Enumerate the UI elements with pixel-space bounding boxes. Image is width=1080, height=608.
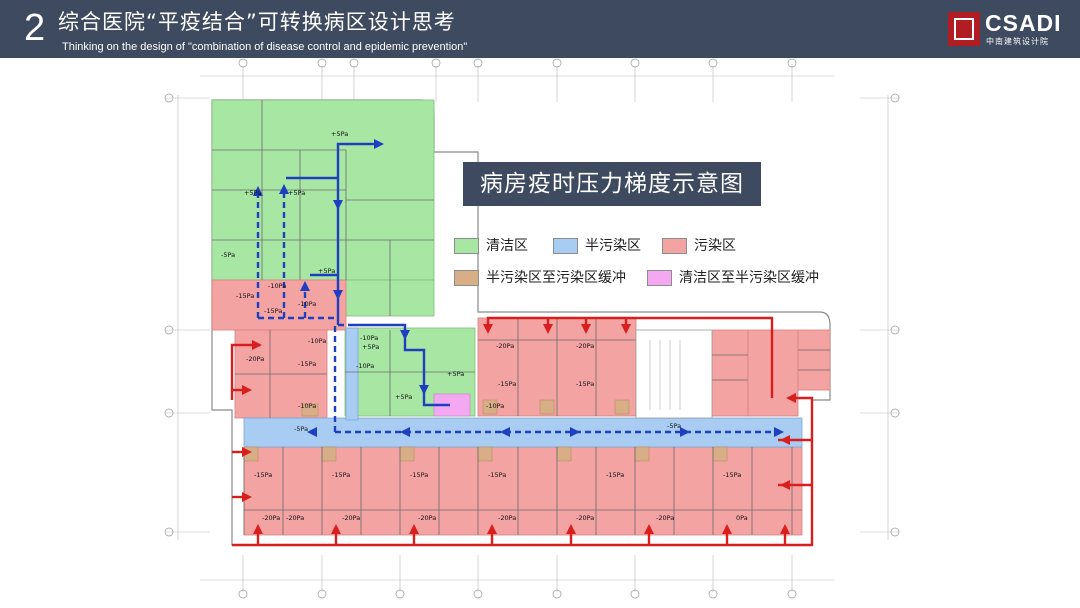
pressure-labels: +5Pa +5Pa +5Pa +5Pa +5Pa +5Pa +5Pa -5Pa … [221, 130, 748, 522]
pressure-label: -15Pa [723, 471, 741, 479]
pressure-label: -20Pa [342, 514, 360, 522]
legend-label: 清洁区至半污染区缓冲 [679, 270, 819, 286]
stair-core [635, 329, 713, 419]
pressure-label: -20Pa [498, 514, 516, 522]
pressure-label: -20Pa [576, 342, 594, 350]
pressure-label: -5Pa [667, 422, 681, 430]
pressure-label: -15Pa [410, 471, 428, 479]
partitions [212, 100, 830, 535]
logo-mark-icon [948, 12, 980, 46]
diagram-title: 病房疫时压力梯度示意图 [463, 162, 761, 206]
pressure-label: -20Pa [418, 514, 436, 522]
legend-label: 污染区 [694, 238, 736, 254]
staff-route-solid [286, 142, 450, 407]
pressure-label: -15Pa [606, 471, 624, 479]
legend-label: 清洁区 [486, 238, 528, 254]
pressure-label: -10Pa [298, 300, 316, 308]
pressure-label: -5Pa [294, 425, 308, 433]
pressure-label: +5Pa [395, 393, 412, 401]
pressure-label: -15Pa [236, 292, 254, 300]
pressure-label: +5Pa [244, 189, 261, 197]
legend-swatch [454, 270, 479, 286]
pressure-label: -20Pa [656, 514, 674, 522]
floor-plan: +5Pa +5Pa +5Pa +5Pa +5Pa +5Pa +5Pa -5Pa … [164, 58, 900, 599]
pressure-label: -10Pa [360, 334, 378, 342]
pressure-label: -5Pa [221, 251, 235, 259]
pressure-label: -10Pa [268, 282, 286, 290]
pressure-label: -15Pa [488, 471, 506, 479]
pressure-label: -20Pa [286, 514, 304, 522]
grid-lines [165, 66, 900, 592]
logo-brand: CSADI [985, 10, 1062, 36]
legend-label: 半污染区 [585, 238, 641, 254]
pressure-label: -10Pa [486, 402, 504, 410]
pressure-label: +5Pa [288, 189, 305, 197]
slide-header: 2 综合医院“平疫结合”可转换病区设计思考 Thinking on the de… [0, 0, 1080, 58]
buffer-rooms [243, 399, 728, 462]
logo-brand-sub: 中南建筑设计院 [986, 37, 1049, 46]
pressure-label: -20Pa [576, 514, 594, 522]
pressure-label: -15Pa [264, 307, 282, 315]
pressure-label: +5Pa [447, 370, 464, 378]
slide-title: 综合医院“平疫结合”可转换病区设计思考 [58, 10, 456, 34]
staff-arrows [253, 139, 784, 437]
pressure-label: +5Pa [362, 343, 379, 351]
pressure-label: +5Pa [318, 267, 335, 275]
section-number: 2 [24, 7, 46, 49]
legend-swatch [662, 238, 687, 254]
pressure-label: -10Pa [356, 362, 374, 370]
pressure-label: -10Pa [298, 402, 316, 410]
legend-swatch [647, 270, 672, 286]
slide-subtitle: Thinking on the design of "combination o… [62, 41, 468, 53]
legend-label: 半污染区至污染区缓冲 [486, 270, 626, 286]
pressure-label: +5Pa [331, 130, 348, 138]
pressure-label: 0Pa [736, 514, 748, 522]
csadi-logo: CSADI 中南建筑设计院 [948, 10, 1068, 48]
legend-swatch [454, 238, 479, 254]
pressure-label: -15Pa [576, 380, 594, 388]
legend-swatch [553, 238, 578, 254]
pressure-label: -20Pa [496, 342, 514, 350]
pressure-label: -20Pa [262, 514, 280, 522]
pressure-label: -15Pa [254, 471, 272, 479]
pressure-label: -15Pa [498, 380, 516, 388]
pressure-label: -10Pa [308, 337, 326, 345]
pressure-label: -15Pa [298, 360, 316, 368]
patient-arrows [242, 324, 796, 534]
pressure-label: -15Pa [332, 471, 350, 479]
pressure-label: -20Pa [246, 355, 264, 363]
grid-markers [164, 58, 900, 599]
